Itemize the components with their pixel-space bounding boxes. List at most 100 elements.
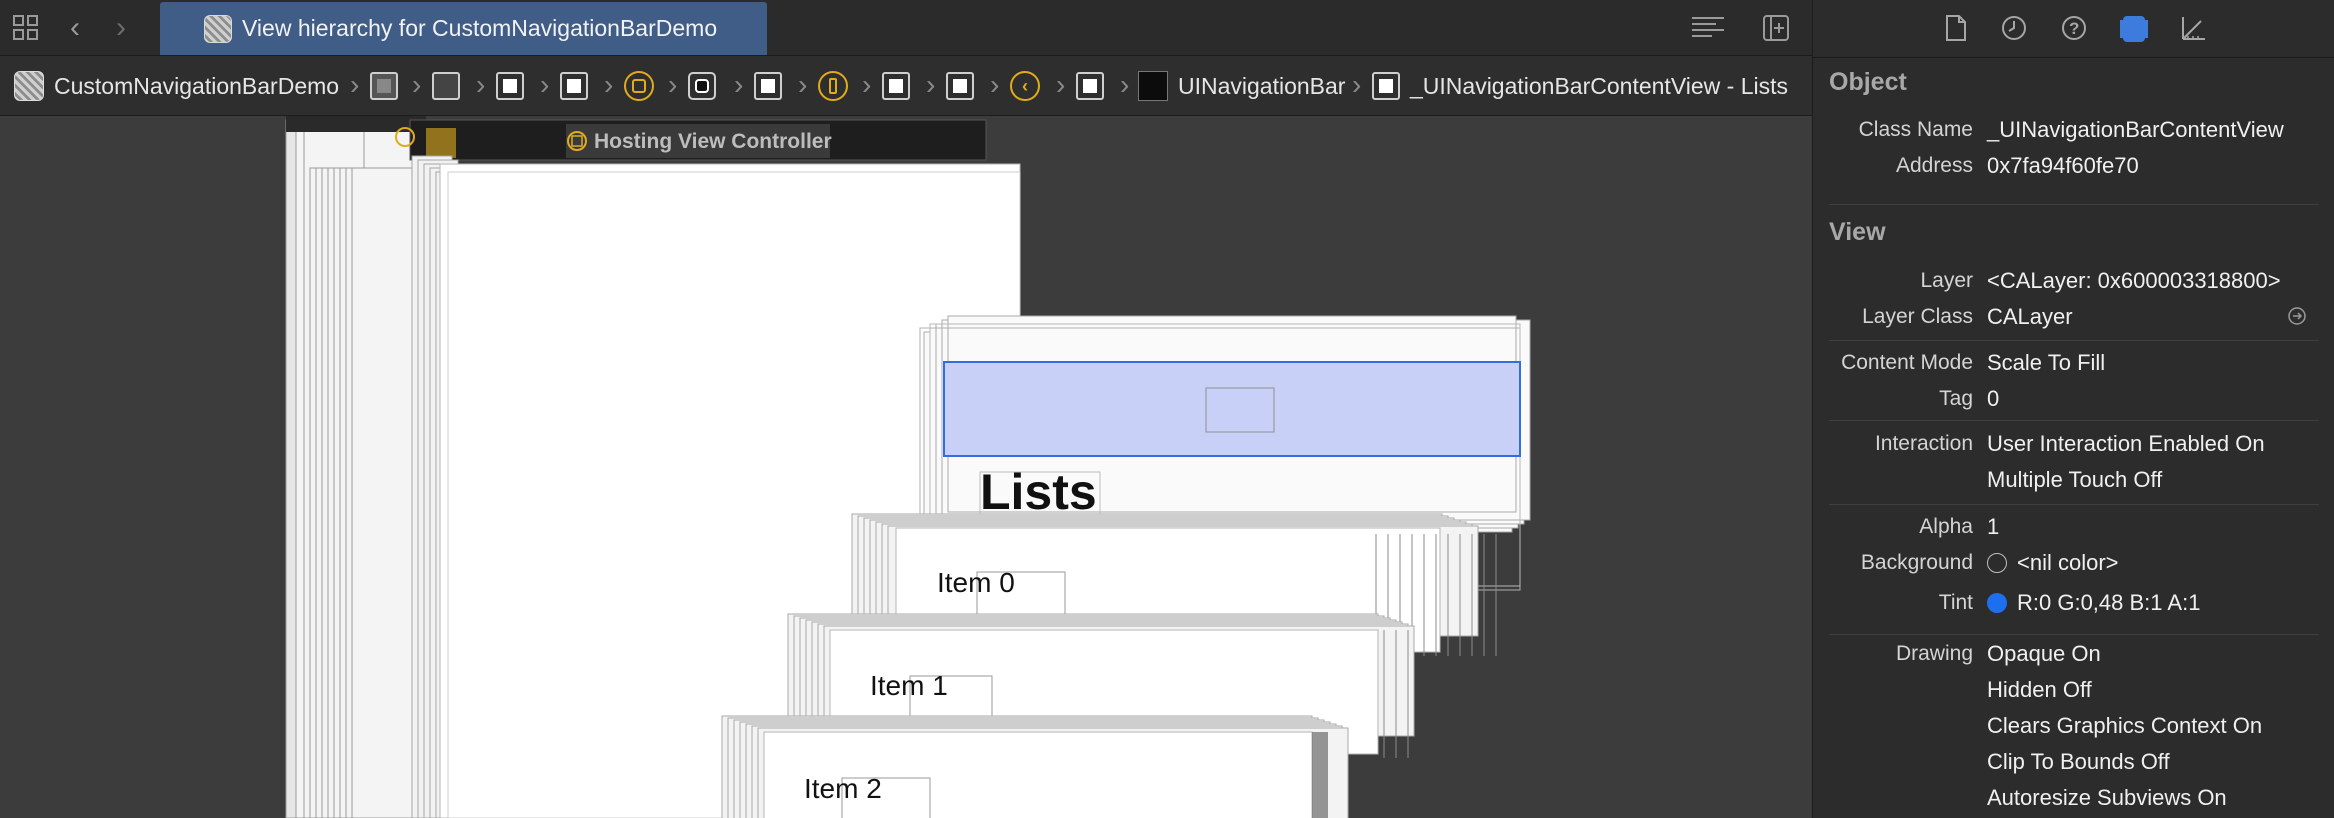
chevron-right-icon: › — [1352, 69, 1362, 100]
tag-label: Tag — [1939, 387, 1973, 410]
breadcrumb-navigation-controller[interactable]: ‹ — [1010, 56, 1040, 116]
navigation-controller-icon: ‹ — [1010, 71, 1040, 101]
breadcrumb-view-5[interactable] — [882, 56, 910, 116]
drawing-value-4: Autoresize Subviews On — [1987, 785, 2227, 810]
item-2-text: Item 2 — [804, 773, 882, 804]
chevron-right-icon: › — [862, 69, 872, 100]
drawing-value-3: Clip To Bounds Off — [1987, 749, 2170, 774]
view-icon — [946, 72, 974, 100]
layer-value: <CALayer: 0x600003318800> — [1987, 268, 2281, 293]
view-icon — [496, 72, 524, 100]
history-inspector-icon[interactable] — [1999, 14, 2029, 44]
breadcrumb-view-2[interactable] — [496, 56, 524, 116]
chevron-right-icon: › — [350, 69, 360, 100]
selected-content-view[interactable] — [943, 361, 1521, 457]
item-1-text: Item 1 — [870, 670, 948, 701]
row-divider — [1829, 340, 2319, 341]
drawing-value-1: Hidden Off — [1987, 677, 2092, 702]
nil-color-swatch — [1987, 553, 2007, 573]
breadcrumb-hosting-view[interactable] — [688, 56, 716, 116]
chevron-right-icon: › — [990, 69, 1000, 100]
background-value: <nil color> — [2017, 550, 2119, 575]
tint-color-swatch — [1987, 593, 2007, 613]
window-icon — [370, 72, 398, 100]
related-items-grid-icon[interactable] — [12, 0, 42, 61]
interaction-label: Interaction — [1874, 432, 1973, 455]
class-name-label: Class Name — [1858, 118, 1973, 141]
breadcrumb-current-label: _UINavigationBarContentView - Lists — [1410, 72, 1788, 99]
inspector-panel: ? Object Class Name _UINavigationBarCont… — [1812, 0, 2334, 818]
drawing-value-0: Opaque On — [1987, 641, 2101, 666]
tint-value-row: R:0 G:0,48 B:1 A:1 — [1987, 590, 2200, 616]
view-icon — [1076, 72, 1104, 100]
object-inspector-icon[interactable] — [2119, 14, 2149, 44]
quick-help-icon[interactable]: ? — [2059, 14, 2089, 44]
breadcrumb-view-1[interactable] — [432, 56, 460, 116]
address-value: 0x7fa94f60fe70 — [1987, 153, 2139, 178]
breadcrumb-project-label: CustomNavigationBarDemo — [54, 72, 340, 99]
size-inspector-icon[interactable] — [2179, 14, 2209, 44]
tag-value: 0 — [1987, 386, 2000, 411]
object-section-title: Object — [1829, 68, 1907, 96]
row-divider — [1829, 504, 2319, 505]
address-label: Address — [1895, 154, 1973, 177]
breadcrumb-hosting-controller[interactable] — [624, 56, 654, 116]
breadcrumb-view-6[interactable] — [946, 56, 974, 116]
breadcrumb-view-7[interactable] — [1076, 56, 1104, 116]
breadcrumb-view-3[interactable] — [560, 56, 588, 116]
add-editor-icon[interactable] — [1762, 0, 1790, 61]
chevron-right-icon: › — [412, 69, 422, 100]
view-controller-icon — [624, 71, 654, 101]
svg-text:?: ? — [2069, 19, 2079, 38]
exploded-view-layers[interactable]: Hosting View Controller — [0, 116, 1812, 818]
forward-chevron-icon[interactable]: › — [116, 11, 126, 44]
view-icon — [1372, 72, 1400, 100]
chevron-right-icon: › — [798, 69, 808, 100]
chevron-right-icon: › — [476, 69, 486, 100]
alpha-value: 1 — [1987, 514, 2000, 539]
chevron-right-icon: › — [926, 69, 936, 100]
chevron-right-icon: › — [668, 69, 678, 100]
alpha-label: Alpha — [1919, 515, 1973, 538]
large-title-text: Lists — [980, 464, 1097, 520]
background-label: Background — [1860, 551, 1973, 574]
back-chevron-icon[interactable]: ‹ — [70, 11, 80, 44]
content-mode-label: Content Mode — [1841, 351, 1973, 374]
breadcrumb-split-controller[interactable] — [818, 56, 848, 116]
hosting-controller-label: Hosting View Controller — [594, 130, 832, 153]
view-hierarchy-file-icon — [204, 15, 232, 43]
split-view-controller-icon — [818, 71, 848, 101]
breadcrumb-current[interactable]: _UINavigationBarContentView - Lists — [1372, 56, 1788, 116]
interaction-value-0: User Interaction Enabled On — [1987, 431, 2265, 456]
row-divider — [1829, 420, 2319, 421]
editor-tab[interactable]: View hierarchy for CustomNavigationBarDe… — [160, 2, 767, 55]
tab-title: View hierarchy for CustomNavigationBarDe… — [242, 15, 718, 41]
chevron-right-icon: › — [1120, 69, 1130, 100]
background-value-row: <nil color> — [1987, 550, 2119, 576]
breadcrumb-navigation-bar-label: UINavigationBar — [1178, 72, 1346, 99]
file-inspector-icon[interactable] — [1941, 14, 1971, 44]
breadcrumb-window[interactable] — [370, 56, 398, 116]
view-hierarchy-canvas[interactable]: Hosting View Controller — [0, 116, 1812, 818]
chevron-right-icon: › — [1056, 69, 1066, 100]
breadcrumb-navigation-bar[interactable]: UINavigationBar — [1138, 56, 1345, 116]
section-divider — [1829, 204, 2319, 205]
tint-label: Tint — [1938, 591, 1973, 614]
layer-class-label: Layer Class — [1862, 305, 1973, 328]
view-icon — [882, 72, 910, 100]
chevron-right-icon: › — [604, 69, 614, 100]
hosting-view-icon — [688, 72, 716, 100]
view-section-title: View — [1829, 218, 1886, 246]
layer-label: Layer — [1920, 269, 1973, 292]
breadcrumb-project[interactable]: CustomNavigationBarDemo — [14, 56, 339, 116]
jump-to-definition-icon[interactable] — [2287, 306, 2307, 326]
editor-options-lines-icon[interactable] — [1690, 0, 1726, 60]
chevron-right-icon: › — [734, 69, 744, 100]
view-icon — [432, 72, 460, 100]
inspector-tabs: ? — [1813, 0, 2334, 58]
breadcrumb-view-4[interactable] — [754, 56, 782, 116]
editor-toolbar: ‹ › View hierarchy for CustomNavigationB… — [0, 0, 1812, 56]
project-icon — [14, 71, 44, 101]
view-icon — [560, 72, 588, 100]
